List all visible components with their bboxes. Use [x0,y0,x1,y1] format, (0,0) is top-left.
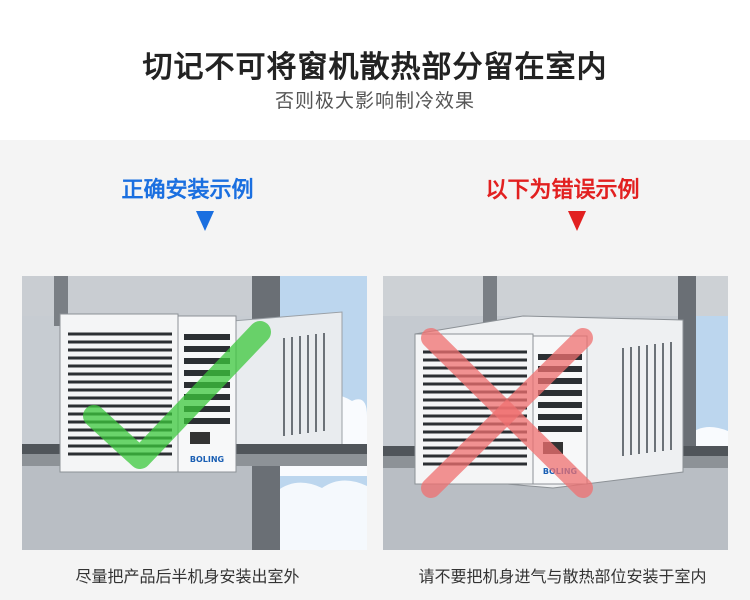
ac-display [190,432,210,444]
wall [22,466,277,550]
wrong-example-heading: 以下为错误示例 [485,178,640,203]
wrong-install-illustration: BOLING [383,276,728,550]
wall [383,276,728,316]
triangle-down-icon [568,211,586,231]
correct-example-heading: 正确安装示例 [121,178,254,203]
correct-install-illustration: BOLING [22,276,367,550]
page-subtitle: 否则极大影响制冷效果 [274,90,475,112]
correct-example-caption: 尽量把产品后半机身安装出室外 [75,567,300,586]
brand-logo: BOLING [190,455,224,464]
window-frame [483,276,497,324]
window-frame [252,466,280,550]
page-title: 切记不可将窗机散热部分留在室内 [142,50,608,85]
cross-mark-icon [421,328,593,498]
triangle-down-icon [196,211,214,231]
cloud [277,480,367,550]
wrong-example-caption: 请不要把机身进气与散热部位安装于室内 [418,567,707,586]
check-mark-icon [83,321,271,469]
header-area: 切记不可将窗机散热部分留在室内 否则极大影响制冷效果 [0,0,750,140]
